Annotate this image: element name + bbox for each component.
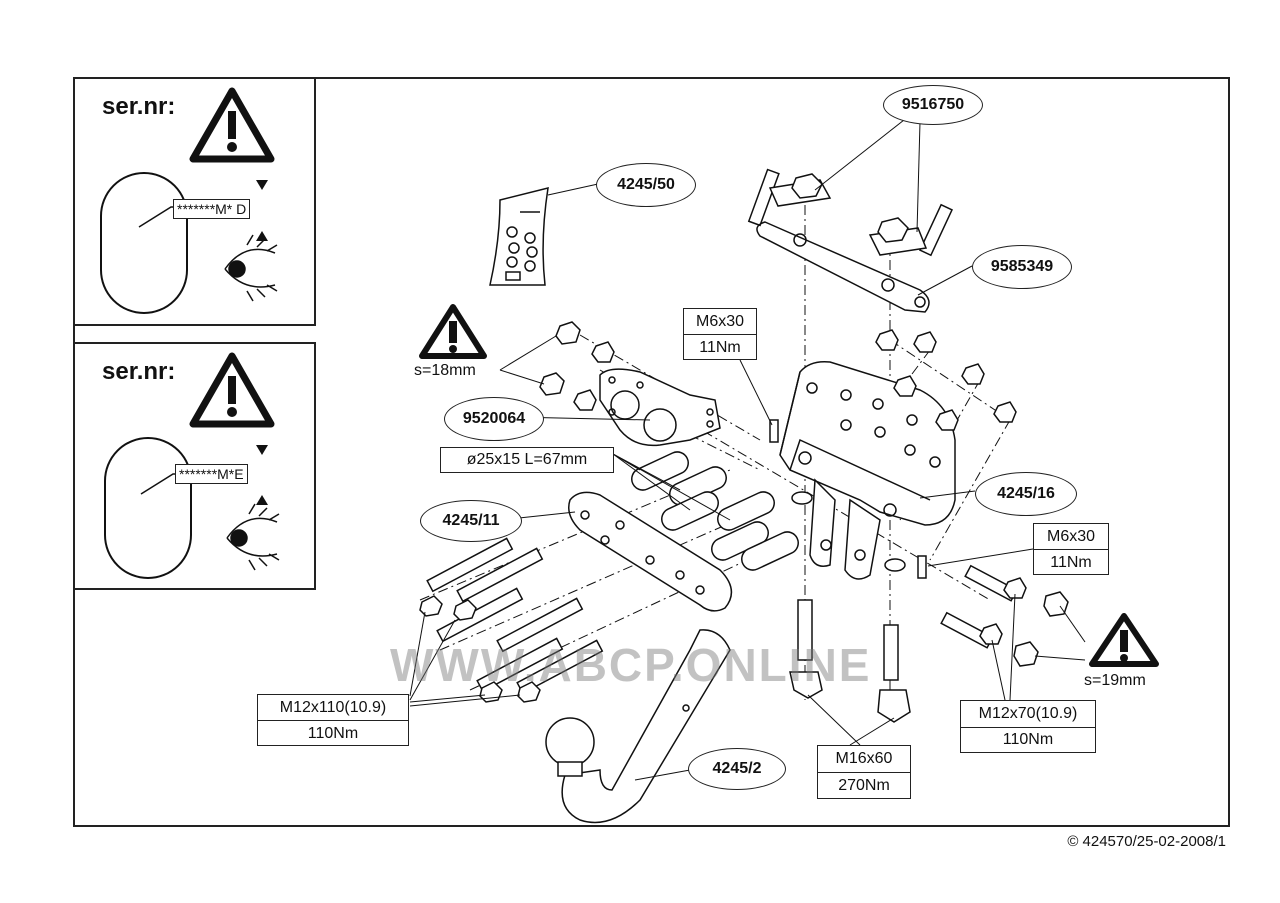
bolt-torque: 110Nm bbox=[258, 720, 408, 746]
spacer-dimension: ø25x15 L=67mm bbox=[466, 451, 588, 468]
bolt-torque: 270Nm bbox=[818, 772, 910, 799]
coupling-flange bbox=[599, 368, 721, 447]
serial-illustration bbox=[104, 352, 280, 579]
bolt-size: M12x110(10.9) bbox=[279, 698, 387, 716]
spacer-spec: ø25x15 L=67mm bbox=[440, 447, 614, 473]
top-bracket-plate bbox=[747, 168, 953, 313]
bolt-torque: 110Nm bbox=[961, 726, 1095, 754]
long-bolts bbox=[419, 537, 604, 703]
serial-code-tag: *******M* D bbox=[173, 199, 251, 219]
serial-heading: ser.nr: bbox=[102, 358, 176, 385]
m16-bolts bbox=[789, 491, 911, 723]
spacer-tubes bbox=[631, 451, 799, 571]
bolt-size: M12x70(10.9) bbox=[978, 704, 1078, 722]
callout-4245-2: 4245/2 bbox=[688, 748, 786, 790]
watermark: WWW.ABCP.ONLINE bbox=[390, 639, 872, 691]
callout-9520064: 9520064 bbox=[444, 397, 544, 441]
spec-box-m12x70: M12x70(10.9) 110Nm bbox=[960, 700, 1096, 753]
leader-lines bbox=[409, 119, 1086, 781]
hex-nuts bbox=[539, 321, 1069, 667]
short-bolts bbox=[940, 564, 1027, 649]
serial-code-tag: *******M*E bbox=[175, 464, 248, 484]
callout-4245-16: 4245/16 bbox=[975, 472, 1077, 516]
bolt-size: M16x60 bbox=[835, 750, 893, 767]
hardware-bag-icon bbox=[489, 186, 549, 286]
copyright-note: © 424570/25-02-2008/1 bbox=[1067, 833, 1226, 850]
bolt-size: M6x30 bbox=[695, 312, 745, 330]
eye-icon bbox=[224, 234, 278, 302]
callout-9585349: 9585349 bbox=[972, 245, 1072, 289]
serial-illustration bbox=[100, 87, 278, 314]
callout-4245-50: 4245/50 bbox=[596, 163, 696, 207]
bolt-torque: 11Nm bbox=[684, 334, 756, 360]
tag-outline bbox=[104, 437, 192, 579]
spec-box-m6-right: M6x30 11Nm bbox=[1033, 523, 1109, 575]
wrench-size-right: s=19mm bbox=[1084, 672, 1146, 689]
spec-box-m16: M16x60 270Nm bbox=[817, 745, 911, 799]
tow-ball-arm bbox=[545, 629, 731, 824]
warning-icon bbox=[419, 304, 487, 359]
serial-panel-e: ser.nr: *******M*E bbox=[73, 342, 316, 590]
callout-4245-11: 4245/11 bbox=[420, 500, 522, 542]
serial-panel-d: ser.nr: *******M* D bbox=[73, 77, 316, 326]
warning-icon bbox=[1089, 613, 1159, 667]
serial-heading: ser.nr: bbox=[102, 93, 176, 120]
bolt-size: M6x30 bbox=[1046, 527, 1096, 545]
tag-outline bbox=[100, 172, 188, 314]
spec-box-m12x110: M12x110(10.9) 110Nm bbox=[257, 694, 409, 746]
spec-box-m6-top: M6x30 11Nm bbox=[683, 308, 757, 360]
bolt-torque: 11Nm bbox=[1034, 549, 1108, 575]
wrench-size-left: s=18mm bbox=[414, 362, 476, 379]
eye-icon bbox=[226, 503, 280, 571]
callout-9516750: 9516750 bbox=[883, 85, 983, 125]
main-bracket bbox=[779, 360, 956, 580]
side-plate bbox=[568, 491, 733, 612]
m6-bolts bbox=[769, 419, 927, 579]
